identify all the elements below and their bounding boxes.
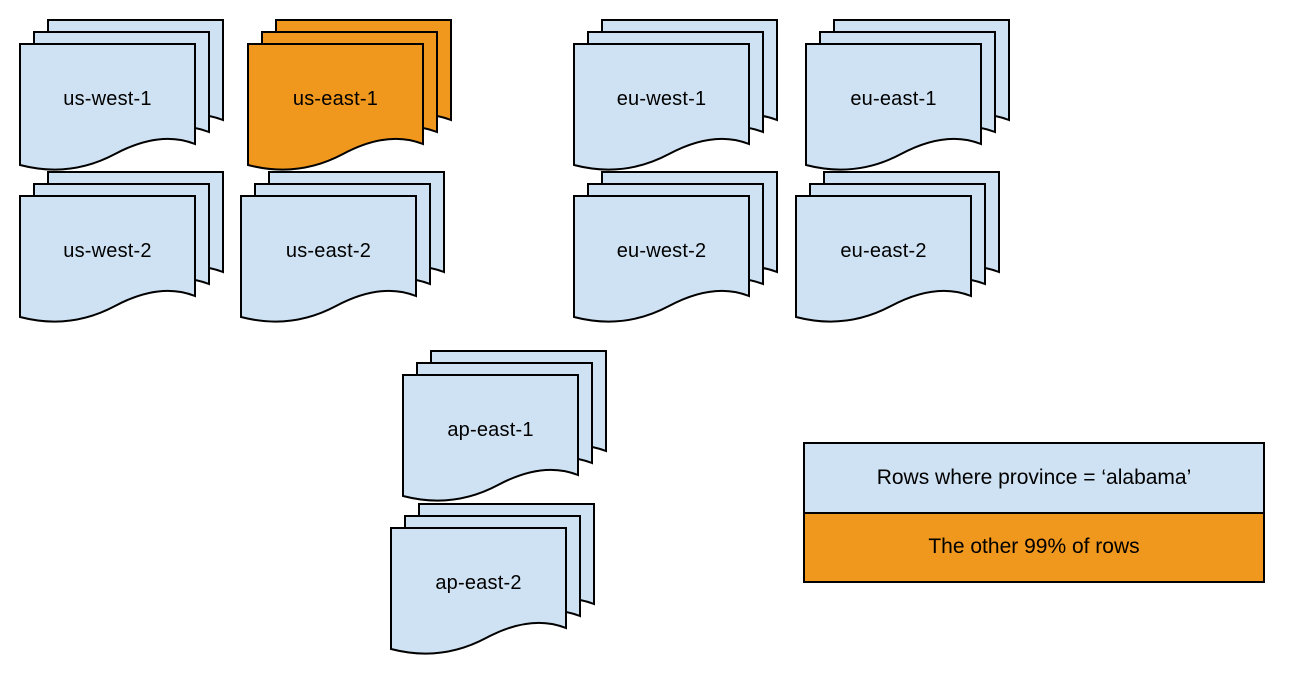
document-page-front-icon (795, 195, 972, 323)
region-stack-ap-east-2: ap-east-2 (390, 503, 595, 655)
document-page-front-icon (573, 195, 750, 323)
document-page-front-icon (19, 195, 196, 323)
legend-item-label: Rows where province = ‘alabama’ (876, 465, 1192, 489)
region-label: eu-east-2 (840, 239, 927, 262)
region-label: ap-east-2 (435, 571, 522, 594)
document-page-front-icon (240, 195, 417, 323)
region-label: us-east-1 (292, 87, 379, 110)
region-stack-us-east-1: us-east-1 (247, 19, 452, 171)
document-page-front-icon (247, 43, 424, 171)
region-label: us-east-2 (285, 239, 372, 262)
region-stack-eu-east-1: eu-east-1 (805, 19, 1010, 171)
region-stack-eu-west-2: eu-west-2 (573, 171, 778, 323)
region-stack-eu-east-2: eu-east-2 (795, 171, 1000, 323)
region-stack-us-west-1: us-west-1 (19, 19, 224, 171)
region-label: us-west-1 (63, 87, 152, 110)
document-page-front-icon (402, 374, 579, 502)
legend: Rows where province = ‘alabama’ The othe… (803, 442, 1265, 583)
legend-item-other-rows: The other 99% of rows (805, 513, 1263, 581)
document-page-front-icon (573, 43, 750, 171)
region-stack-ap-east-1: ap-east-1 (402, 350, 607, 502)
region-stack-eu-west-1: eu-west-1 (573, 19, 778, 171)
region-stack-us-east-2: us-east-2 (240, 171, 445, 323)
region-stack-us-west-2: us-west-2 (19, 171, 224, 323)
region-label: us-west-2 (63, 239, 152, 262)
legend-item-alabama-rows: Rows where province = ‘alabama’ (805, 444, 1263, 514)
region-label: eu-east-1 (850, 87, 937, 110)
region-label: ap-east-1 (447, 418, 534, 441)
region-label: eu-west-2 (616, 239, 707, 262)
document-page-front-icon (19, 43, 196, 171)
region-label: eu-west-1 (616, 87, 707, 110)
document-page-front-icon (805, 43, 982, 171)
document-page-front-icon (390, 527, 567, 655)
legend-item-label: The other 99% of rows (928, 535, 1140, 559)
